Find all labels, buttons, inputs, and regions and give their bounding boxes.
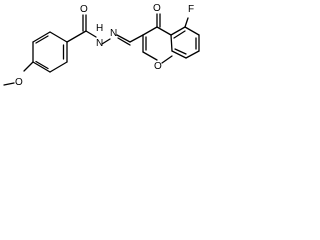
structure-diagram: O O N H N O O (0, 0, 201, 111)
chromone-core: O O (129, 3, 173, 72)
amide-carbonyl: O (66, 4, 88, 43)
methoxy-oxygen-label: O (15, 77, 23, 88)
hydrazide-linkage: N H N (85, 23, 131, 49)
fluorine-label: F (188, 4, 194, 15)
chromone-oxygen-label: O (153, 3, 161, 14)
methoxy-group: O (3, 61, 34, 88)
imine-n-label: N (110, 28, 117, 39)
fluoro-substituent: F (184, 4, 194, 28)
benzene-ring-fused (170, 26, 200, 59)
benzene-ring-methoxyphenyl (32, 31, 68, 73)
pyran-oxygen-label: O (154, 61, 162, 72)
hydrazide-h-label: H (96, 23, 103, 34)
hydrazide-n-label: N (96, 38, 103, 49)
molecule-svg: O O N H N O O (3, 3, 200, 88)
amide-oxygen-label: O (80, 4, 88, 15)
